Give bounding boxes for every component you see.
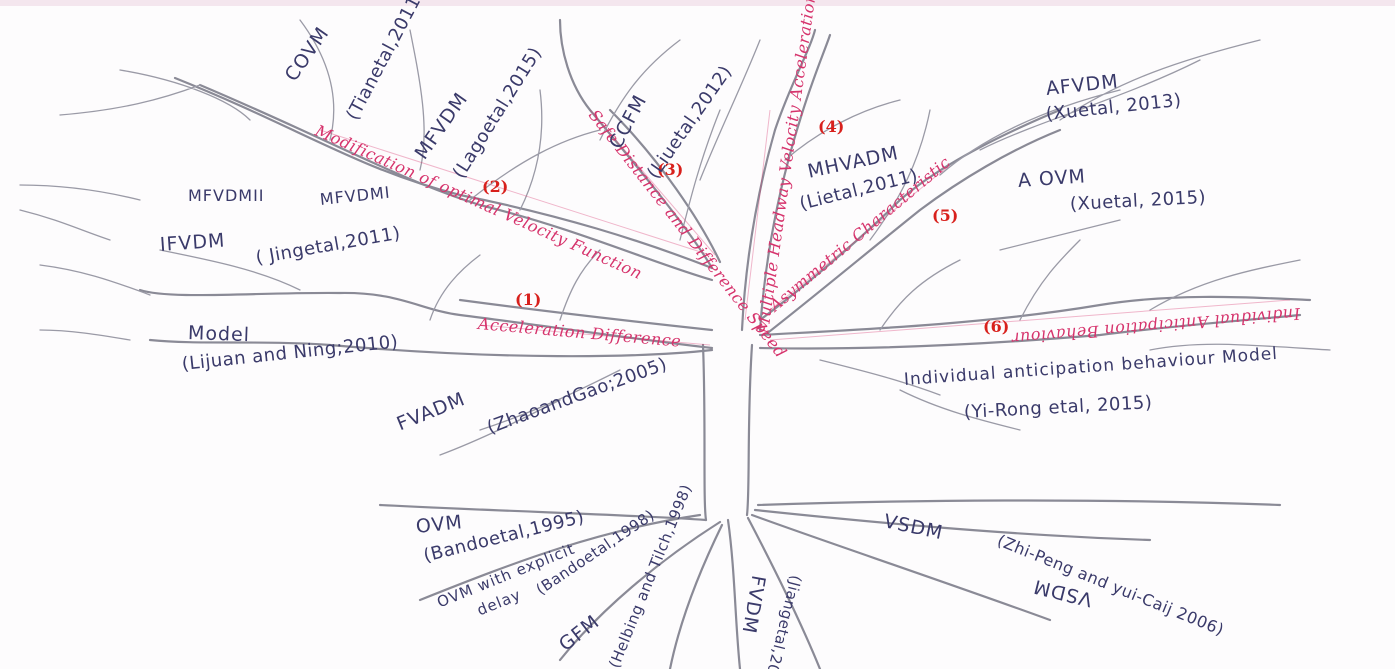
model-ifvdm: IFVDM — [159, 231, 226, 255]
trunk — [703, 345, 752, 520]
branch-number-1: (1) — [515, 292, 541, 308]
branch-number-2: (2) — [482, 179, 508, 195]
model-mfvdm2: MFVDMII — [188, 188, 265, 204]
model-ovm: OVM — [415, 513, 464, 537]
branch-number-4: (4) — [818, 119, 844, 135]
model-aovm: A OVM — [1017, 167, 1086, 191]
branch-number-6: (6) — [983, 319, 1009, 335]
branch-number-5: (5) — [932, 208, 958, 224]
model-model: Model — [188, 324, 251, 345]
